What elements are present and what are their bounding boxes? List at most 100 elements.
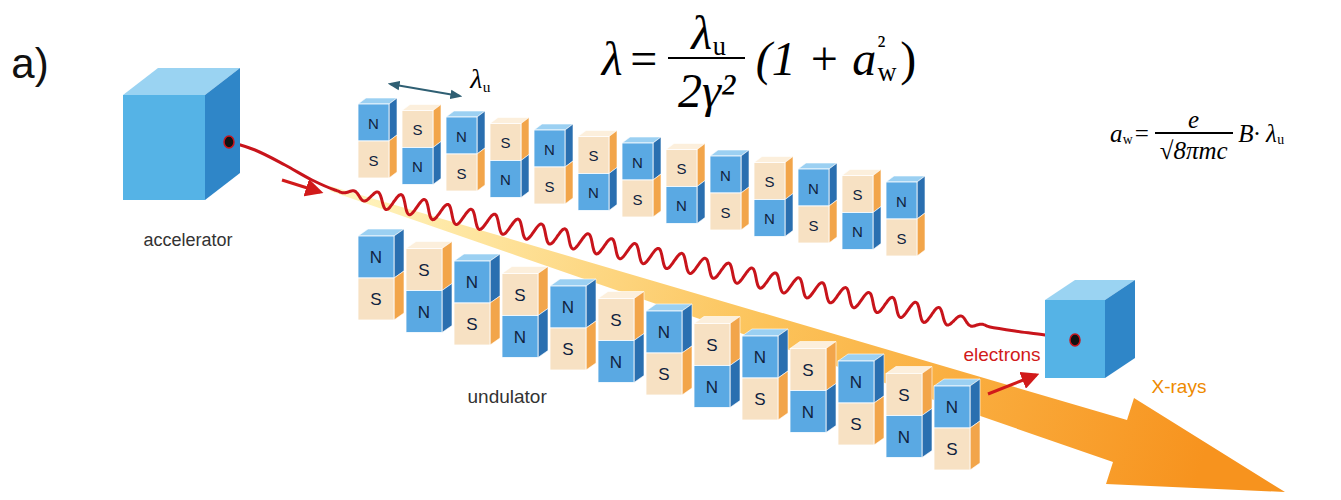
magnet-side-face [609, 168, 617, 211]
magnet-side-face [653, 174, 661, 217]
lower-magnet-array [358, 229, 980, 470]
beam-dump-front [1045, 300, 1105, 378]
magnet-front-face [534, 167, 565, 204]
magnet-side-face [389, 135, 397, 178]
formula-term: u [713, 33, 726, 59]
magnet-front-face [358, 236, 394, 278]
subscript: u [483, 77, 491, 94]
magnet-block [402, 105, 441, 148]
magnet-pole-letter: N [946, 399, 958, 416]
magnet-pole-letter: N [754, 349, 766, 366]
magnet-pole-letter: N [466, 274, 478, 291]
magnet-pole-letter: N [368, 115, 379, 130]
magnet-pole-letter: N [500, 172, 511, 187]
magnet-block [502, 267, 548, 316]
magnet-block [622, 174, 661, 217]
magnet-front-face [886, 182, 917, 219]
magnet-block [666, 144, 705, 187]
period-subscript: u [483, 79, 491, 94]
formula-term: a [1110, 121, 1123, 146]
text-group: a) [8, 40, 52, 85]
magnet-front-face [742, 378, 778, 420]
formula-term: ) [900, 35, 916, 83]
magnet-side-face [477, 148, 485, 191]
magnet-side-face [490, 296, 500, 345]
magnet-pole-letter: S [562, 341, 573, 358]
formula-term: = [630, 35, 657, 83]
magnet-pole-letter: S [610, 311, 621, 328]
magnet-pole-letter: N [706, 378, 718, 395]
formula-term: 2γ² [678, 67, 735, 115]
magnet-side-face [922, 409, 932, 458]
magnet-block [790, 342, 836, 391]
magnet-side-face [394, 271, 404, 320]
cube-hole [224, 136, 234, 148]
magnet-pole-letter: N [802, 403, 814, 420]
magnet-pole-letter: N [850, 374, 862, 391]
magnet-side-face [565, 161, 573, 204]
magnet-block [710, 150, 749, 193]
magnet-block [406, 242, 452, 291]
magnet-side-face [477, 111, 485, 154]
magnet-front-face [886, 416, 922, 458]
magnet-block [838, 396, 884, 445]
magnet-front-face [622, 180, 653, 217]
magnet-block [534, 161, 573, 204]
beam-name: X-rays [1152, 377, 1207, 396]
magnet-front-face [598, 341, 634, 383]
subscript: u [713, 30, 726, 59]
magnet-block [742, 329, 788, 378]
upper-magnet-array [358, 98, 925, 256]
magnet-pole-letter: S [754, 391, 765, 408]
cube-side [205, 68, 240, 200]
magnet-block [710, 187, 749, 230]
subscript: w [1123, 132, 1133, 147]
subscript: u [1277, 132, 1284, 147]
magnet-pole-letter: S [368, 152, 378, 167]
magnet-block [358, 135, 397, 178]
magnet-front-face [358, 104, 389, 141]
beam-dump [1045, 280, 1135, 378]
period-arrow [390, 84, 460, 96]
panel-letter: a) [11, 43, 48, 85]
text-group: λ=λu2γ²(1 + a²w) [598, 4, 920, 115]
magnet-side-face [490, 254, 500, 303]
magnet-side-face [826, 384, 836, 433]
magnet-side-face [785, 194, 793, 237]
magnet-pole-letter: N [720, 167, 731, 182]
magnet-pole-letter: S [720, 204, 730, 219]
magnet-side-face [521, 118, 529, 161]
magnet-block [446, 111, 485, 154]
magnet-front-face [886, 219, 917, 256]
magnet-pole-letter: S [896, 230, 906, 245]
magnet-block [886, 176, 925, 219]
magnet-side-face [922, 367, 932, 416]
magnet-pole-letter: S [456, 165, 466, 180]
magnet-front-face [406, 291, 442, 333]
magnet-side-face [433, 105, 441, 148]
magnet-block [934, 421, 980, 470]
magnet-front-face [754, 200, 785, 237]
text-group: electrons [962, 344, 1042, 364]
magnet-block [490, 155, 529, 198]
magnet-side-face [565, 124, 573, 167]
period-symbol: λ [470, 65, 482, 93]
magnet-front-face [550, 286, 586, 328]
magnet-front-face [666, 187, 697, 224]
magnet-front-face [578, 137, 609, 174]
magnet-front-face [934, 428, 970, 470]
magnet-side-face [697, 144, 705, 187]
script-stack: ²w [877, 32, 896, 87]
magnet-block [754, 157, 793, 200]
magnet-side-face [778, 329, 788, 378]
magnet-block [534, 124, 573, 167]
denominator: 2γ² [668, 57, 744, 115]
magnet-block [646, 346, 692, 395]
magnet-pole-letter: N [562, 299, 574, 316]
beam-dump-side [1105, 280, 1135, 378]
formula-term: λ [602, 35, 623, 83]
numerator: e [1183, 104, 1204, 132]
magnet-block [598, 292, 644, 341]
magnet-front-face [446, 117, 477, 154]
magnet-side-face [433, 142, 441, 185]
